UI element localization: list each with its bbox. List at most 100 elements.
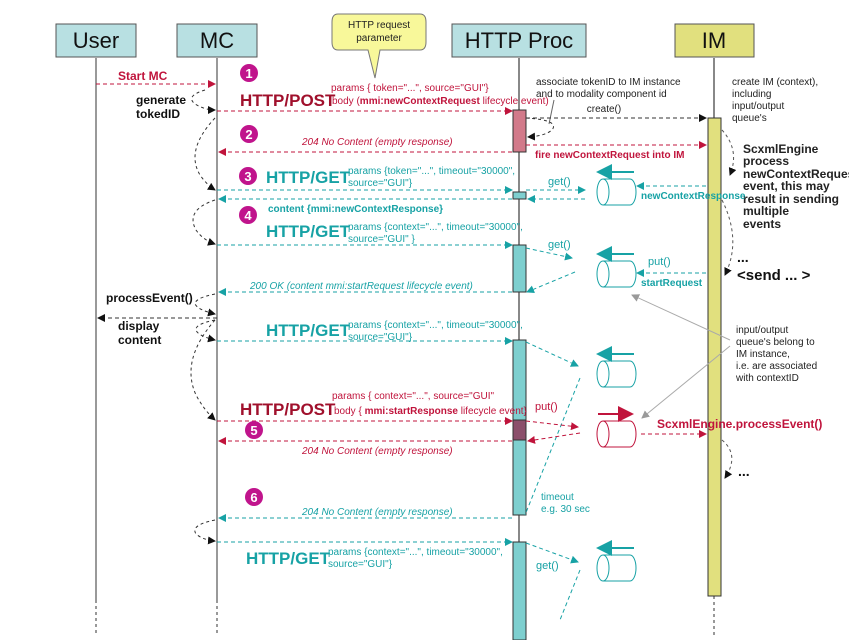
label-assoc-2: and to modality component id [536, 89, 667, 100]
label-get1-params-1: params {token="...", timeout="30000", [348, 166, 515, 177]
label-create: create() [587, 104, 621, 115]
arrow-get-queue-4 [525, 542, 579, 564]
self-arrow-mc-loop-5 [194, 519, 216, 545]
queue-icon-output-4 [596, 540, 637, 582]
label-get-call-4: get() [536, 560, 559, 572]
arrow-put-queue-input [525, 420, 579, 431]
step-4-badge [239, 206, 257, 224]
label-put-call-2: put() [535, 401, 558, 413]
label-post1-body: body (mmi:newContextRequest lifecycle ev… [332, 96, 549, 107]
label-http-get-3: HTTP/GET [266, 321, 351, 340]
step-4-label: 4 [244, 208, 252, 223]
actor-im-label: IM [702, 28, 726, 53]
self-arrow-engine-2 [721, 439, 733, 479]
label-get2-params-2: source="GUI" } [348, 234, 416, 245]
label-im-note-3: input/output [732, 101, 784, 112]
label-engine-1: ScxmlEngine [743, 142, 819, 156]
activation-http-2 [512, 191, 527, 200]
activation-http-1 [512, 109, 527, 153]
label-get-call-1: get() [548, 176, 571, 188]
step-3-label: 3 [244, 169, 251, 184]
label-http-get-2: HTTP/GET [266, 222, 351, 241]
label-get4-params-1: params {context="...", timeout="30000", [328, 547, 503, 558]
label-get3-params-1: params {context="...", timeout="30000", [348, 320, 523, 331]
arrow-get-queue-3 [525, 341, 579, 367]
step-2-label: 2 [245, 127, 252, 142]
pointer-queue-note-2 [641, 345, 731, 419]
step-5-badge [245, 421, 263, 439]
label-queue-note-4: i.e. are associated [736, 361, 817, 372]
label-send: <send ... > [737, 267, 811, 284]
label-engine-6: multiple [743, 204, 789, 218]
activation-http-5 [512, 541, 527, 640]
arrow-get-queue-2 [525, 247, 573, 261]
label-post1-params: params { token="...", source="GUI"} [331, 83, 489, 94]
label-http-post-2: HTTP/POST [240, 400, 336, 419]
label-generate: generate [136, 93, 186, 107]
label-im-note-1: create IM (context), [732, 77, 818, 88]
label-engine-5: result in sending [743, 192, 839, 206]
wait-line-4 [559, 569, 581, 621]
label-engine-7: events [743, 217, 781, 231]
self-arrow-generate [191, 89, 216, 114]
label-new-context-response: newContextResponse [641, 191, 746, 202]
callout-line1: HTTP request [348, 20, 410, 31]
queue-icon-output-3 [596, 346, 637, 388]
label-engine-4: event, this may [743, 179, 830, 193]
label-process-event: processEvent() [106, 291, 193, 305]
label-engine-3: newContextRequest [743, 167, 849, 181]
label-ellipsis-2: ... [738, 463, 750, 479]
actor-mc-label: MC [200, 28, 234, 53]
label-200-ok: 200 OK (content mmi:startRequest lifecyc… [249, 281, 473, 292]
label-fire: fire newContextRequest into IM [535, 150, 684, 161]
activation-http-3 [512, 244, 527, 293]
self-arrow-engine-send [721, 199, 734, 276]
label-get3-params-2: source="GUI"} [348, 332, 413, 343]
actor-http-proc: HTTP Proc [451, 23, 587, 58]
label-engine-2: process [743, 154, 789, 168]
callout-http-request-parameter: HTTP request parameter [331, 13, 427, 79]
label-assoc-1: associate tokenID to IM instance [536, 77, 681, 88]
step-2-badge [240, 125, 258, 143]
label-token-id: tokedID [136, 107, 180, 121]
self-arrow-mc-loop-4 [190, 319, 216, 421]
arrow-get-queue-2-back [526, 271, 576, 293]
label-queue-note-2: queue's belong to [736, 337, 815, 348]
label-start-request: startRequest [641, 278, 703, 289]
queue-icon-output-1 [596, 164, 637, 206]
step-1-label: 1 [245, 66, 252, 81]
label-content-response: content {mmi:newContextResponse} [268, 204, 443, 215]
label-ellipsis-1: ... [737, 249, 749, 265]
step-1-badge [240, 64, 258, 82]
actor-http-label: HTTP Proc [465, 28, 573, 53]
label-queue-note-5: with contextID [735, 373, 799, 384]
label-get4-params-2: source="GUI"} [328, 559, 393, 570]
actor-mc: MC [176, 23, 258, 58]
step-6-label: 6 [250, 490, 257, 505]
label-display: display [118, 319, 160, 333]
label-post2-body: body { mmi:startResponse lifecycle event… [334, 406, 528, 417]
actor-user: User [55, 23, 137, 58]
label-204-3: 204 No Content (empty response) [301, 507, 453, 518]
step-3-badge [239, 167, 257, 185]
label-im-note-4: queue's [732, 113, 767, 124]
activation-im [707, 117, 722, 597]
label-content: content [118, 333, 161, 347]
self-arrow-mc-loop-1 [194, 117, 216, 191]
step-5-label: 5 [250, 423, 257, 438]
self-arrow-process-event [194, 293, 216, 317]
label-timeout-1: timeout [541, 492, 574, 503]
callout-line2: parameter [356, 33, 402, 44]
label-get2-params-1: params {context="...", timeout="30000", [348, 222, 523, 233]
queue-icon-output-2 [596, 246, 637, 288]
label-http-get-1: HTTP/GET [266, 168, 351, 187]
activation-http-4-post [512, 419, 527, 441]
self-arrow-engine [721, 129, 737, 176]
self-arrow-mc-loop-2 [192, 199, 216, 246]
label-timeout-2: e.g. 30 sec [541, 504, 590, 515]
label-get-call-2: get() [548, 239, 571, 251]
label-queue-note-1: input/output [736, 325, 788, 336]
actor-user-label: User [73, 28, 119, 53]
label-http-get-4: HTTP/GET [246, 549, 331, 568]
